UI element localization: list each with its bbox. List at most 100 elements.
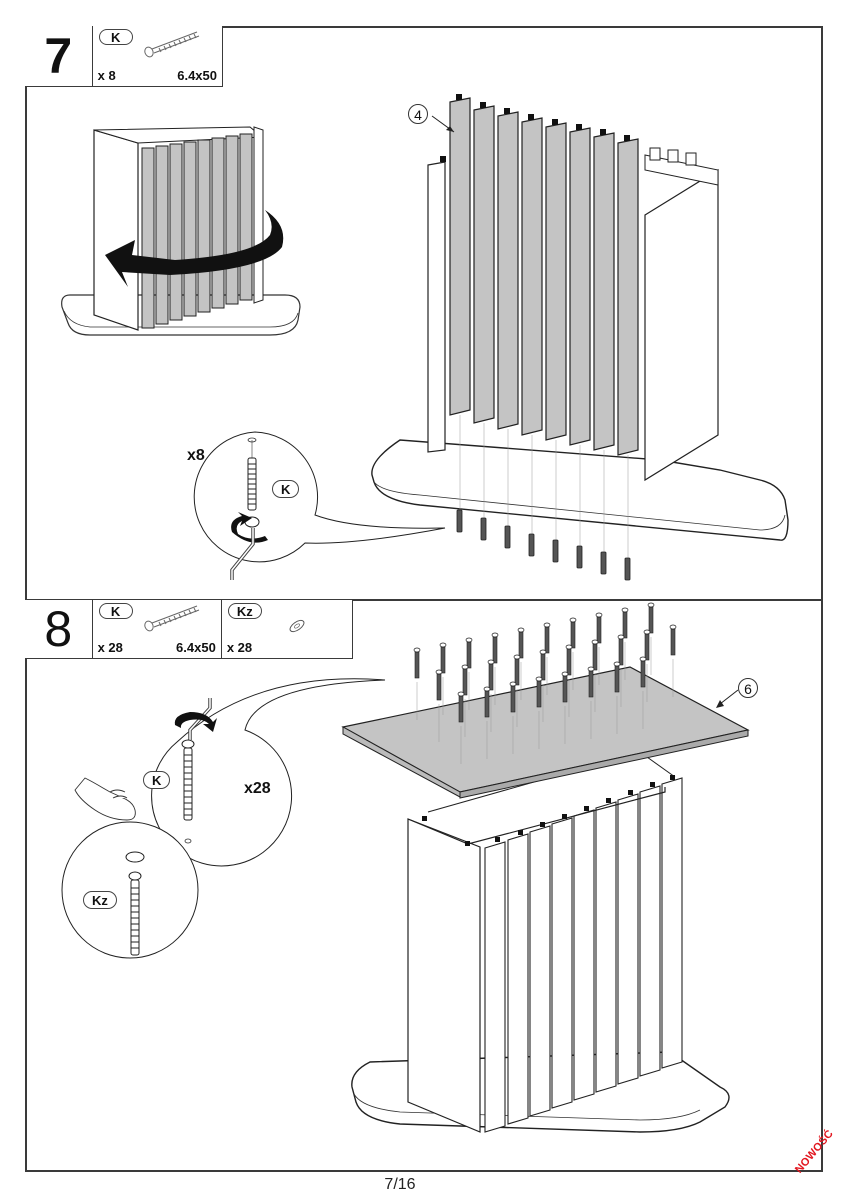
- screw-head: [621, 607, 629, 613]
- detail-tag-cap: Kz: [83, 891, 117, 909]
- step-8-part-kz: Kz x 28: [222, 600, 352, 658]
- step-7-number: 7: [25, 26, 93, 86]
- screw-head: [565, 644, 573, 650]
- step-8-detail-callout: [61, 678, 386, 959]
- part-size: 6.4x50: [176, 640, 216, 655]
- cap-icon: [125, 851, 145, 863]
- detail-quantity: x8: [187, 447, 205, 464]
- screws: [413, 602, 677, 764]
- part-tag: Kz: [227, 603, 262, 619]
- screw: [644, 633, 650, 661]
- back-rail: [644, 147, 719, 186]
- slats: [484, 777, 683, 1133]
- screw: [562, 675, 568, 703]
- step-8-number: 8: [25, 600, 93, 658]
- screw: [492, 636, 498, 664]
- screw-icon: [143, 605, 199, 632]
- screw: [510, 685, 516, 713]
- rotate-arrow-icon: [231, 512, 268, 543]
- screw-head: [509, 681, 517, 687]
- screw-head: [561, 671, 569, 677]
- screw-head: [539, 649, 547, 655]
- screw-head: [487, 659, 495, 665]
- side-panel-left: [407, 818, 481, 1133]
- screw: [622, 611, 628, 639]
- side-panel-left: [427, 161, 446, 453]
- screw-head: [435, 669, 443, 675]
- side-panel-left: [93, 129, 139, 331]
- screw-head: [617, 634, 625, 640]
- screw-head: [669, 624, 677, 630]
- screw: [592, 643, 598, 671]
- screw-head: [591, 639, 599, 645]
- screw: [536, 680, 542, 708]
- screw-icon: [181, 739, 195, 821]
- screw: [462, 668, 468, 696]
- page-number: 7/16: [384, 1176, 416, 1193]
- screw: [436, 673, 442, 701]
- screw-head: [457, 691, 465, 697]
- rotate-arrow-icon: [105, 210, 284, 287]
- screw-head: [543, 622, 551, 628]
- step-7-main-assembly: [371, 94, 789, 581]
- screw-head: [639, 656, 647, 662]
- screw-head: [587, 666, 595, 672]
- part-quantity: x 28: [226, 640, 253, 655]
- screw: [514, 658, 520, 686]
- step-7-header: 7 K x 8 6.4x50: [25, 26, 223, 87]
- screw-head: [643, 629, 651, 635]
- screw-head: [535, 676, 543, 682]
- part-number-6: 6: [738, 678, 758, 698]
- step-7-rotate-view: [61, 126, 301, 336]
- screw: [440, 646, 446, 674]
- screw-icon: [244, 457, 260, 528]
- screw-head: [513, 654, 521, 660]
- screw: [544, 626, 550, 654]
- part-quantity: x 8: [97, 68, 116, 83]
- screw-head: [595, 612, 603, 618]
- hand-icon: [74, 777, 136, 821]
- step-8-main-assembly: [341, 602, 750, 1133]
- part-tag: K: [98, 603, 133, 619]
- screw: [570, 621, 576, 649]
- screw-icon: [143, 31, 199, 58]
- cap-icon: [289, 619, 305, 633]
- rotate-arrow-icon: [174, 712, 217, 732]
- screw-head: [483, 686, 491, 692]
- screw: [670, 628, 676, 656]
- step-8-header: 8 K x 28 6.4x50 Kz x 28: [25, 600, 353, 659]
- part-size: 6.4x50: [177, 68, 217, 83]
- part-quantity: x 28: [97, 640, 123, 655]
- detail-quantity: x28: [244, 780, 271, 797]
- screw: [414, 651, 420, 679]
- screw-head: [413, 647, 421, 653]
- screw-head: [465, 637, 473, 643]
- screw-head: [569, 617, 577, 623]
- screw: [588, 670, 594, 698]
- cap-detail-circle: [61, 821, 199, 959]
- screw: [648, 606, 654, 634]
- screw: [540, 653, 546, 681]
- screw: [484, 690, 490, 718]
- screw-head: [517, 627, 525, 633]
- screw: [518, 631, 524, 659]
- part-tag: K: [98, 29, 133, 45]
- screw-guide-lines: [459, 415, 629, 562]
- screw-head: [647, 602, 655, 608]
- step-7-part-k: K x 8 6.4x50: [93, 26, 222, 86]
- screw: [614, 665, 620, 693]
- screw: [618, 638, 624, 666]
- step-divider: [25, 599, 823, 601]
- step-8-part-k: K x 28 6.4x50: [93, 600, 222, 658]
- screw-head: [439, 642, 447, 648]
- part-number-4: 4: [408, 104, 428, 124]
- screw-icon: [128, 871, 142, 956]
- screw: [466, 641, 472, 669]
- screw-head: [461, 664, 469, 670]
- screws: [456, 509, 631, 581]
- side-panel-right: [253, 126, 264, 304]
- detail-tag: K: [272, 480, 300, 498]
- step-7-detail-callout: [193, 431, 446, 580]
- side-panel-right: [644, 168, 719, 482]
- screw: [488, 663, 494, 691]
